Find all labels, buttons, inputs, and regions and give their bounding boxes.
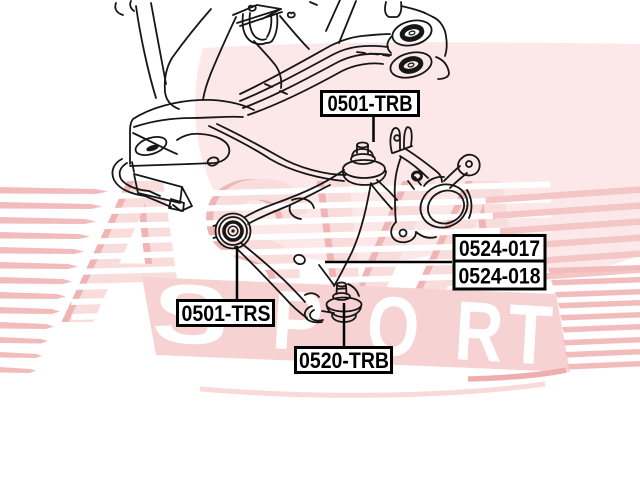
svg-text:0501-TRB: 0501-TRB — [328, 91, 413, 116]
svg-text:R: R — [452, 283, 505, 380]
svg-text:0524-018: 0524-018 — [459, 264, 541, 289]
svg-text:0524-017: 0524-017 — [459, 236, 540, 261]
svg-text:0501-TRS: 0501-TRS — [182, 301, 271, 326]
svg-text:0520-TRB: 0520-TRB — [299, 348, 389, 373]
svg-text:T: T — [505, 286, 554, 382]
